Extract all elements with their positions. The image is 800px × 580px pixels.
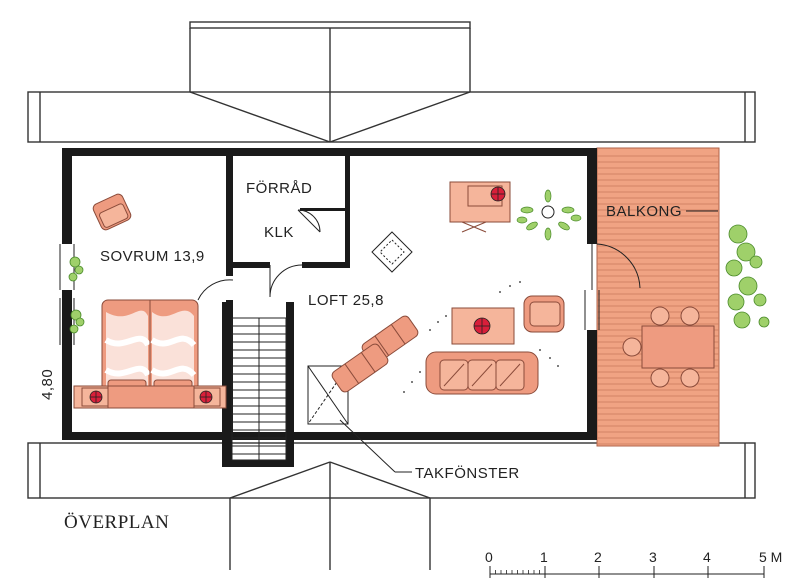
scale-tick-label: 3 [649, 549, 657, 565]
right-window [584, 290, 600, 330]
loft-armchair [523, 295, 565, 333]
left-windows [59, 244, 75, 345]
loft-plant [516, 189, 582, 241]
dimension-label: 4,80 [39, 369, 56, 400]
scale-tick-label: 2 [594, 549, 602, 565]
takfonster-label: TAKFÖNSTER [415, 464, 520, 482]
balcony-table [622, 306, 715, 388]
bedroom-armchair [92, 193, 132, 231]
lamp-markers-bedroom [89, 390, 213, 404]
scale-bar: 0 1 2 3 4 5 M [485, 549, 782, 578]
balcony-plants [725, 224, 770, 329]
loft-coffee-table [451, 307, 515, 345]
loft-sofa [425, 351, 539, 395]
loft-recliners [331, 315, 419, 393]
left-plants [68, 256, 85, 334]
scale-tick-label: 1 [540, 549, 548, 565]
room-label-sovrum: SOVRUM 13,9 [100, 248, 205, 265]
scale-tick-label: 4 [703, 549, 711, 565]
storage-doors [197, 209, 321, 301]
staircase [231, 317, 287, 461]
scale-tick-label: 0 [485, 549, 493, 565]
balcony-deck [596, 147, 720, 447]
loft-desk [449, 181, 511, 233]
balcony-door [591, 243, 641, 290]
rug-diamond [371, 231, 413, 273]
loft-dotted-motion [403, 281, 559, 393]
room-label-klk: KLK [264, 224, 294, 241]
plan-title: ÖVERPLAN [64, 512, 169, 533]
scale-tick-label: 5 M [759, 549, 782, 565]
takfonster-leader [339, 419, 412, 473]
roof-outline-bottom [27, 442, 756, 570]
walls [62, 148, 597, 467]
room-label-loft: LOFT 25,8 [308, 292, 384, 309]
room-label-balkong: BALKONG [606, 203, 682, 220]
room-label-forrad: FÖRRÅD [246, 179, 312, 197]
roof-outline-top [27, 21, 756, 143]
